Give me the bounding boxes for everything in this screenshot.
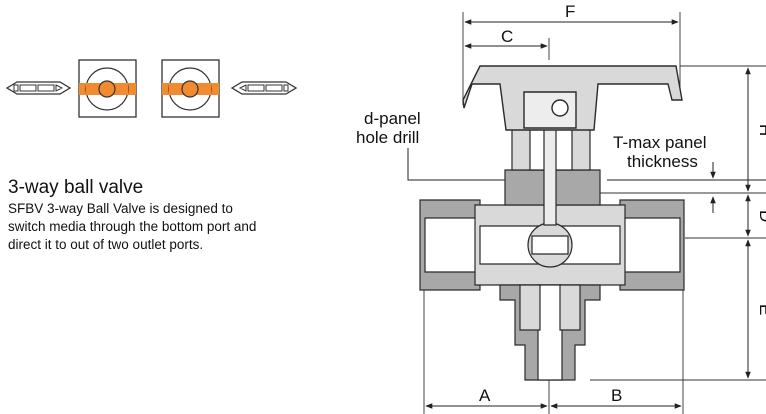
dim-f-label: F: [565, 2, 575, 21]
right-outlet-icon: [230, 81, 298, 95]
extension-lines: [423, 12, 766, 414]
dim-a-label: A: [479, 386, 491, 405]
thickness-label: thickness: [627, 152, 698, 171]
dimension-lines: [407, 19, 766, 409]
valve-position-2-icon: [161, 59, 220, 118]
dim-h-label: H: [756, 124, 766, 136]
dim-e-label: E: [756, 304, 766, 315]
dim-b-label: B: [611, 386, 622, 405]
description-line: direct it to out of two outlet ports.: [8, 237, 204, 252]
product-title: 3-way ball valve: [8, 177, 144, 198]
valve-position-1-icon: [78, 59, 137, 118]
d-panel-label: d-panel: [364, 109, 421, 128]
valve-handle: [462, 65, 683, 131]
hole-drill-label: hole drill: [356, 128, 420, 147]
left-outlet-icon: [5, 81, 72, 95]
t-max-label: T-max panel: [613, 133, 707, 152]
product-description: SFBV 3-way Ball Valve is designed to swi…: [8, 200, 338, 254]
dimension-labels: F C A B H D E: [479, 2, 766, 405]
dim-d-label: D: [756, 210, 766, 222]
valve-body: [419, 69, 685, 381]
flow-position-icons: [5, 59, 298, 118]
dim-c-label: C: [501, 27, 513, 46]
description-line: SFBV 3-way Ball Valve is designed to: [8, 201, 233, 216]
description-line: switch media through the bottom port and: [8, 219, 257, 234]
